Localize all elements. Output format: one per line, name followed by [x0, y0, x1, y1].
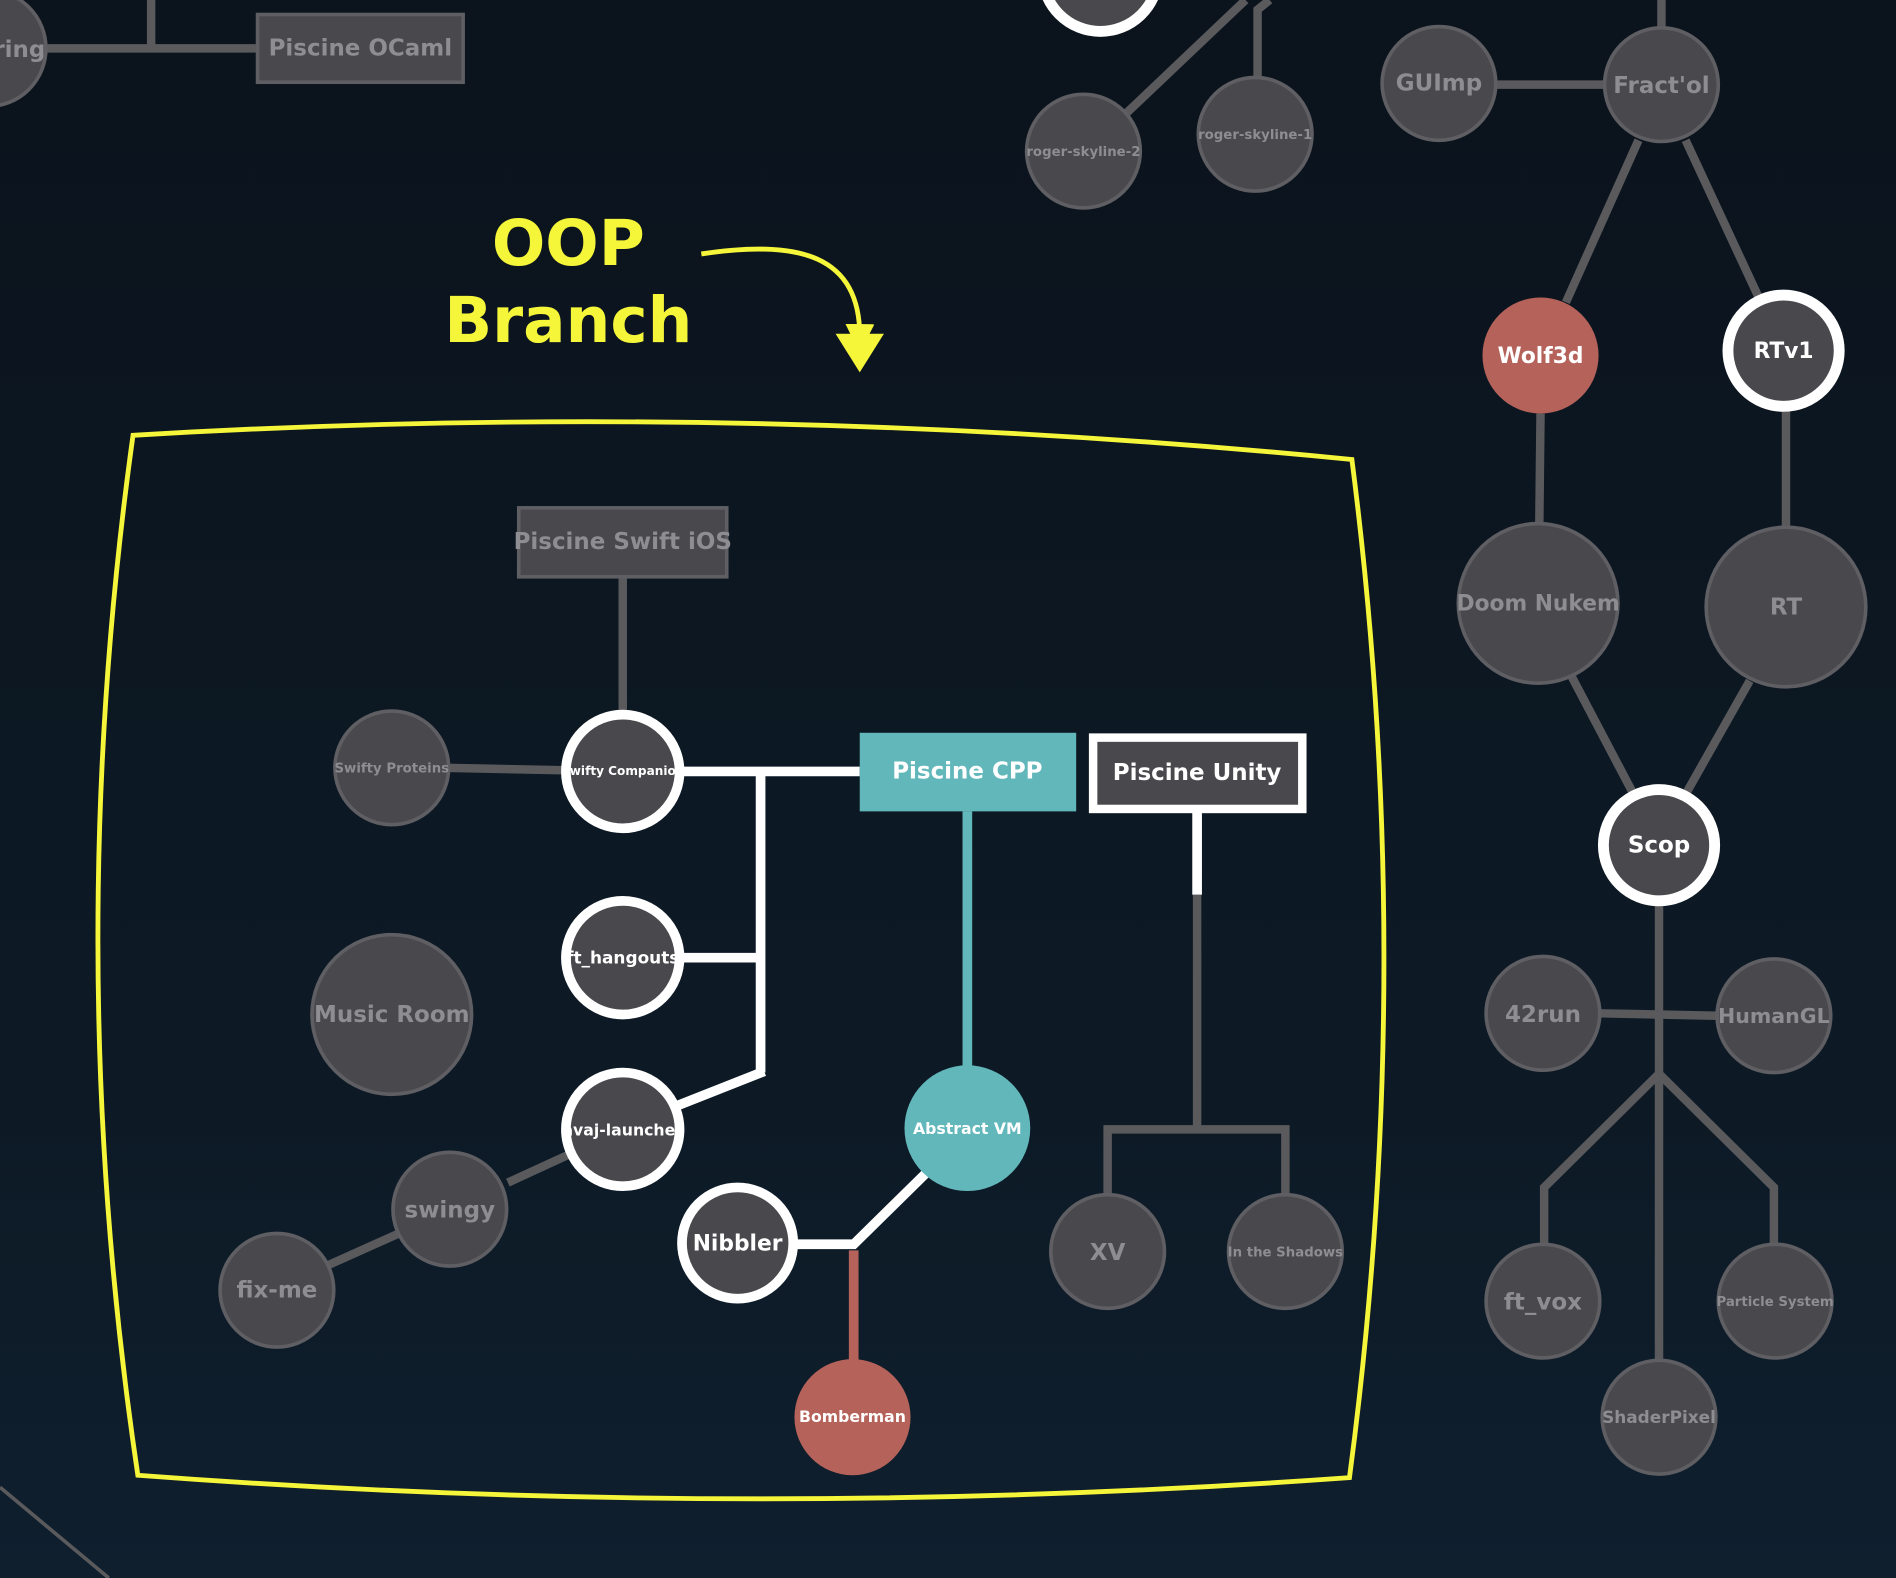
edge-active — [676, 1066, 766, 1110]
node-label: ft_vox — [1504, 1290, 1582, 1316]
node-gui-imp[interactable]: GUImp — [1380, 24, 1498, 143]
node-swingy[interactable]: swingy — [391, 1150, 509, 1268]
node-label: Bomberman — [799, 1407, 906, 1426]
node-label: Swifty Proteins — [334, 762, 449, 777]
node-label: 42run — [1505, 1002, 1581, 1028]
node-roger-skyline-2[interactable]: roger-skyline-2 — [1024, 92, 1143, 210]
node-scop[interactable]: Scop — [1597, 784, 1721, 907]
node-label: Scop — [1628, 832, 1690, 858]
node-roger-skyline-1[interactable]: roger-skyline-1 — [1196, 75, 1314, 193]
node-shader-pixel[interactable]: ShaderPixel — [1600, 1358, 1718, 1476]
annotation-line-1: OOP — [491, 207, 645, 281]
node-label: Music Room — [314, 1002, 470, 1028]
edge — [1599, 1009, 1718, 1020]
node-label: Piscine Swift iOS — [514, 529, 732, 555]
edge — [506, 1150, 571, 1187]
node-ft-vox[interactable]: ft_vox — [1484, 1242, 1602, 1360]
node-partial-top[interactable] — [1042, 0, 1158, 37]
node-label: ring — [0, 37, 45, 63]
node-human-gl[interactable]: HumanGL — [1715, 957, 1833, 1075]
edge — [1253, 0, 1273, 79]
node-piscine-unity[interactable]: Piscine Unity — [1088, 733, 1307, 814]
node-label: roger-skyline-2 — [1026, 145, 1140, 160]
oop-branch-frame — [95, 419, 1387, 1502]
node-label: ShaderPixel — [1602, 1407, 1716, 1427]
node-xv[interactable]: XV — [1048, 1192, 1167, 1311]
edge — [1121, 0, 1249, 118]
edge — [327, 1229, 401, 1269]
node-avaj-launcher[interactable]: avaj-launcher — [561, 1067, 685, 1192]
node-music-room[interactable]: Music Room — [310, 932, 474, 1097]
node-nibbler[interactable]: Nibbler — [677, 1182, 799, 1304]
node-label: Piscine OCaml — [269, 36, 452, 62]
node-label: Abstract VM — [913, 1119, 1022, 1138]
edge — [1562, 138, 1643, 305]
edge — [1568, 675, 1637, 794]
node-in-the-shadows[interactable]: In the Shadows — [1226, 1192, 1345, 1311]
node-ring[interactable]: ring — [0, 0, 48, 107]
node-fractol[interactable]: Fract'ol — [1602, 25, 1721, 144]
edge — [1539, 1070, 1662, 1246]
oop-branch-annotation: OOP Branch — [429, 206, 707, 361]
node-label: fix-me — [236, 1277, 317, 1303]
edge — [0, 1485, 110, 1578]
node-label: ft_hangouts — [566, 948, 679, 968]
node-label: Piscine CPP — [892, 759, 1042, 785]
edge — [1103, 1125, 1290, 1198]
node-label: GUImp — [1396, 71, 1482, 97]
node-piscine-cpp[interactable]: Piscine CPP — [859, 732, 1077, 812]
node-label: roger-skyline-1 — [1198, 128, 1312, 143]
node-label: HumanGL — [1718, 1004, 1830, 1028]
node-fix-me[interactable]: fix-me — [218, 1231, 336, 1349]
node-swifty-companion[interactable]: Swifty Companion — [561, 709, 685, 834]
node-swifty-proteins[interactable]: Swifty Proteins — [333, 709, 451, 827]
node-abstract-vm[interactable]: Abstract VM — [904, 1065, 1031, 1192]
node-label: Particle System — [1716, 1295, 1833, 1310]
node-rtv1[interactable]: RTv1 — [1722, 289, 1845, 412]
node-piscine-swift-ios[interactable]: Piscine Swift iOS — [514, 506, 732, 579]
node-wolf3d[interactable]: Wolf3d — [1482, 297, 1599, 414]
node-doom-nukem[interactable]: Doom Nukem — [1456, 521, 1620, 686]
edge — [1656, 1070, 1779, 1246]
graph-nodes: ring Piscine OCaml roger-skyline-2 roger… — [0, 0, 1868, 1476]
node-label: Swifty Companion — [561, 764, 684, 778]
node-rt[interactable]: RT — [1704, 525, 1868, 689]
node-label: Piscine Unity — [1113, 760, 1282, 786]
node-label: RTv1 — [1754, 339, 1814, 364]
annotation-arrow — [700, 246, 875, 354]
edge — [1683, 678, 1754, 795]
arrow-head-icon — [835, 333, 884, 373]
node-bomberman[interactable]: Bomberman — [794, 1359, 911, 1476]
node-piscine-ocaml[interactable]: Piscine OCaml — [255, 12, 465, 85]
annotation-line-2: Branch — [444, 285, 693, 358]
node-label: swingy — [405, 1198, 496, 1224]
node-label: Wolf3d — [1498, 344, 1584, 369]
edge-active — [795, 1169, 930, 1250]
graph-edges — [0, 0, 1791, 1578]
node-label: In the Shadows — [1228, 1245, 1343, 1260]
node-label: RT — [1770, 594, 1803, 620]
node-particle-system[interactable]: Particle System — [1716, 1242, 1834, 1360]
edge — [1681, 138, 1763, 299]
node-label: avaj-launcher — [562, 1120, 683, 1139]
node-label: Doom Nukem — [1457, 592, 1620, 617]
node-42run[interactable]: 42run — [1484, 954, 1602, 1072]
node-label: Nibbler — [693, 1231, 783, 1256]
node-label: Fract'ol — [1613, 73, 1709, 99]
edge — [1535, 413, 1545, 524]
edge — [448, 763, 564, 775]
node-ft-hangouts[interactable]: ft_hangouts — [561, 896, 685, 1020]
node-label: XV — [1090, 1240, 1126, 1266]
